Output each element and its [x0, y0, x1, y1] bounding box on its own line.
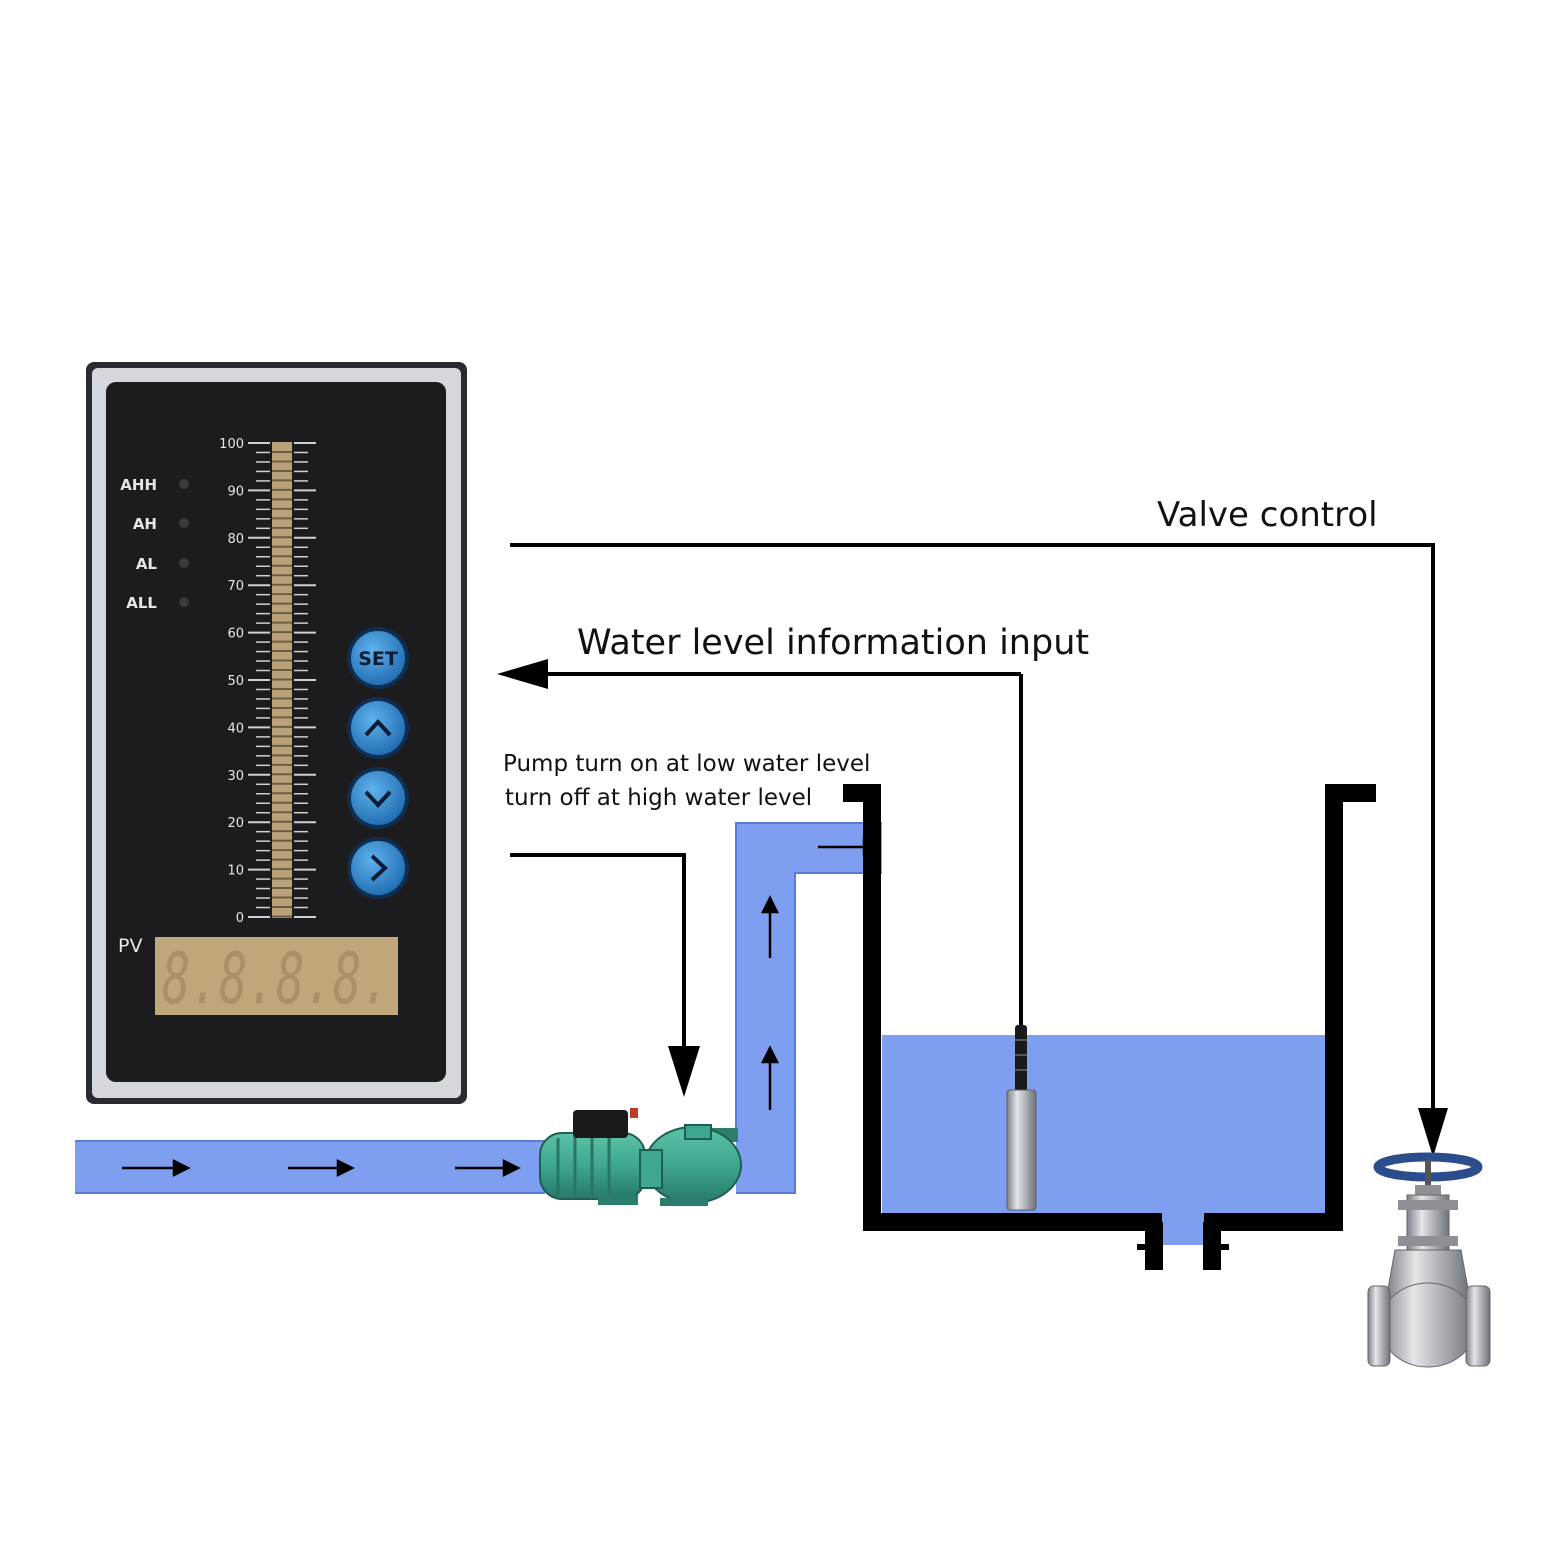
alarm-label-ah: AH [133, 515, 157, 533]
riser-pipe [735, 822, 882, 1194]
scale-label: 20 [227, 816, 244, 831]
pump-control-line [510, 853, 686, 1052]
flow-arrow-up [760, 1045, 780, 1110]
scale-label: 40 [227, 721, 244, 736]
valve-control-line [510, 543, 1435, 1115]
valve-control-arrowhead [1418, 1108, 1448, 1157]
scale-label: 50 [227, 674, 244, 689]
water-pump [539, 1108, 742, 1206]
scale-label: 30 [227, 769, 244, 784]
pv-display [155, 937, 398, 1015]
scale-label: 60 [227, 627, 244, 642]
flow-arrow-right [288, 1158, 355, 1178]
alarm-led-al [179, 558, 189, 568]
signal-lines [497, 543, 1448, 1157]
flow-arrow-right [455, 1158, 521, 1178]
alarm-label-ahh: AHH [120, 476, 157, 494]
alarm-led-ahh [179, 479, 189, 489]
bar-segments [272, 450, 292, 918]
alarm-label-all: ALL [126, 594, 157, 612]
down-button[interactable] [347, 767, 409, 829]
set-button[interactable]: SET [347, 627, 409, 689]
pv-display-digits: 8.8.8.8. [162, 938, 390, 1020]
alarm-led-all [179, 597, 189, 607]
gate-valve [1367, 1152, 1491, 1368]
scale-ticks [248, 442, 316, 918]
scale-label: 80 [227, 532, 244, 547]
scale-label: 0 [236, 911, 244, 926]
alarm-indicators: AHH AH AL ALL [120, 476, 189, 612]
water-level-input-arrowhead [497, 659, 548, 689]
right-button[interactable] [347, 837, 409, 899]
chevron-right-icon [370, 854, 388, 882]
valve-control-label: Valve control [1157, 495, 1378, 535]
flow-arrow-right [122, 1158, 191, 1178]
up-button[interactable] [347, 697, 409, 759]
pump-control-arrowhead [668, 1046, 700, 1097]
scale-label: 70 [227, 579, 244, 594]
water-level-input-label: Water level information input [577, 623, 1089, 663]
set-button-label: SET [358, 648, 398, 670]
alarm-label-al: AL [136, 555, 158, 573]
chevron-down-icon [364, 790, 392, 808]
pump-note-line-2: turn off at high water level [505, 785, 812, 811]
pump-note-line-1: Pump turn on at low water level [503, 751, 870, 777]
pv-label: PV [118, 935, 142, 957]
scale-label: 10 [227, 864, 244, 879]
scale-label: 90 [227, 484, 244, 499]
flow-arrow-up [760, 895, 780, 958]
tank-water [882, 1035, 1328, 1213]
water-tank [843, 784, 1376, 1270]
level-sensor [1006, 674, 1037, 1211]
alarm-led-ah [179, 518, 189, 528]
chevron-up-icon [364, 719, 392, 737]
scale-label: 100 [219, 437, 244, 452]
